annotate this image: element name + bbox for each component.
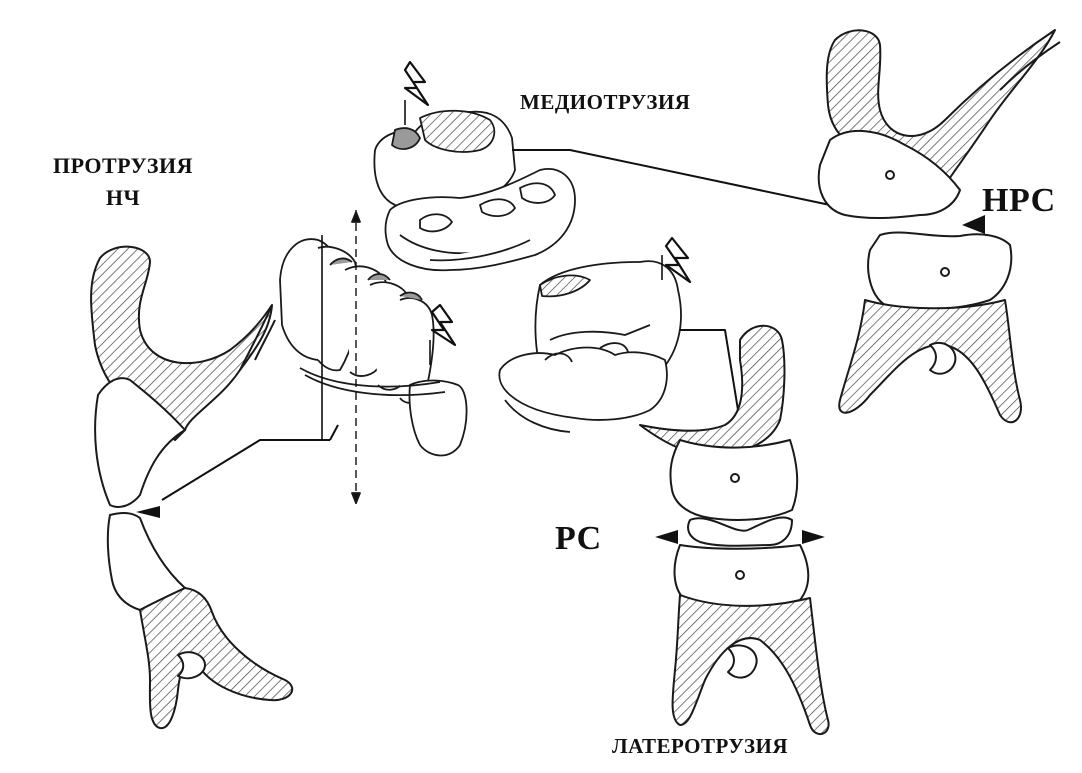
lower-jaw-bone bbox=[140, 588, 292, 728]
nrs-jaw-section bbox=[819, 30, 1060, 422]
protrusion-label: ПРОТРУЗИЯ НЧ bbox=[8, 150, 238, 214]
protrusion-label-line2: НЧ bbox=[8, 182, 238, 214]
rs-label: РС bbox=[555, 520, 602, 558]
laterotrusion-label: ЛАТЕРОТРУЗИЯ bbox=[612, 734, 788, 759]
force-bolt-icon bbox=[432, 305, 455, 345]
mediotrusion-label: МЕДИОТРУЗИЯ bbox=[520, 90, 690, 115]
force-bolt-icon-top bbox=[405, 62, 428, 105]
nrs-label: НРС bbox=[982, 182, 1056, 220]
laterotrusion-molars bbox=[499, 238, 738, 432]
protrusion-label-line1: ПРОТРУЗИЯ bbox=[8, 150, 238, 182]
